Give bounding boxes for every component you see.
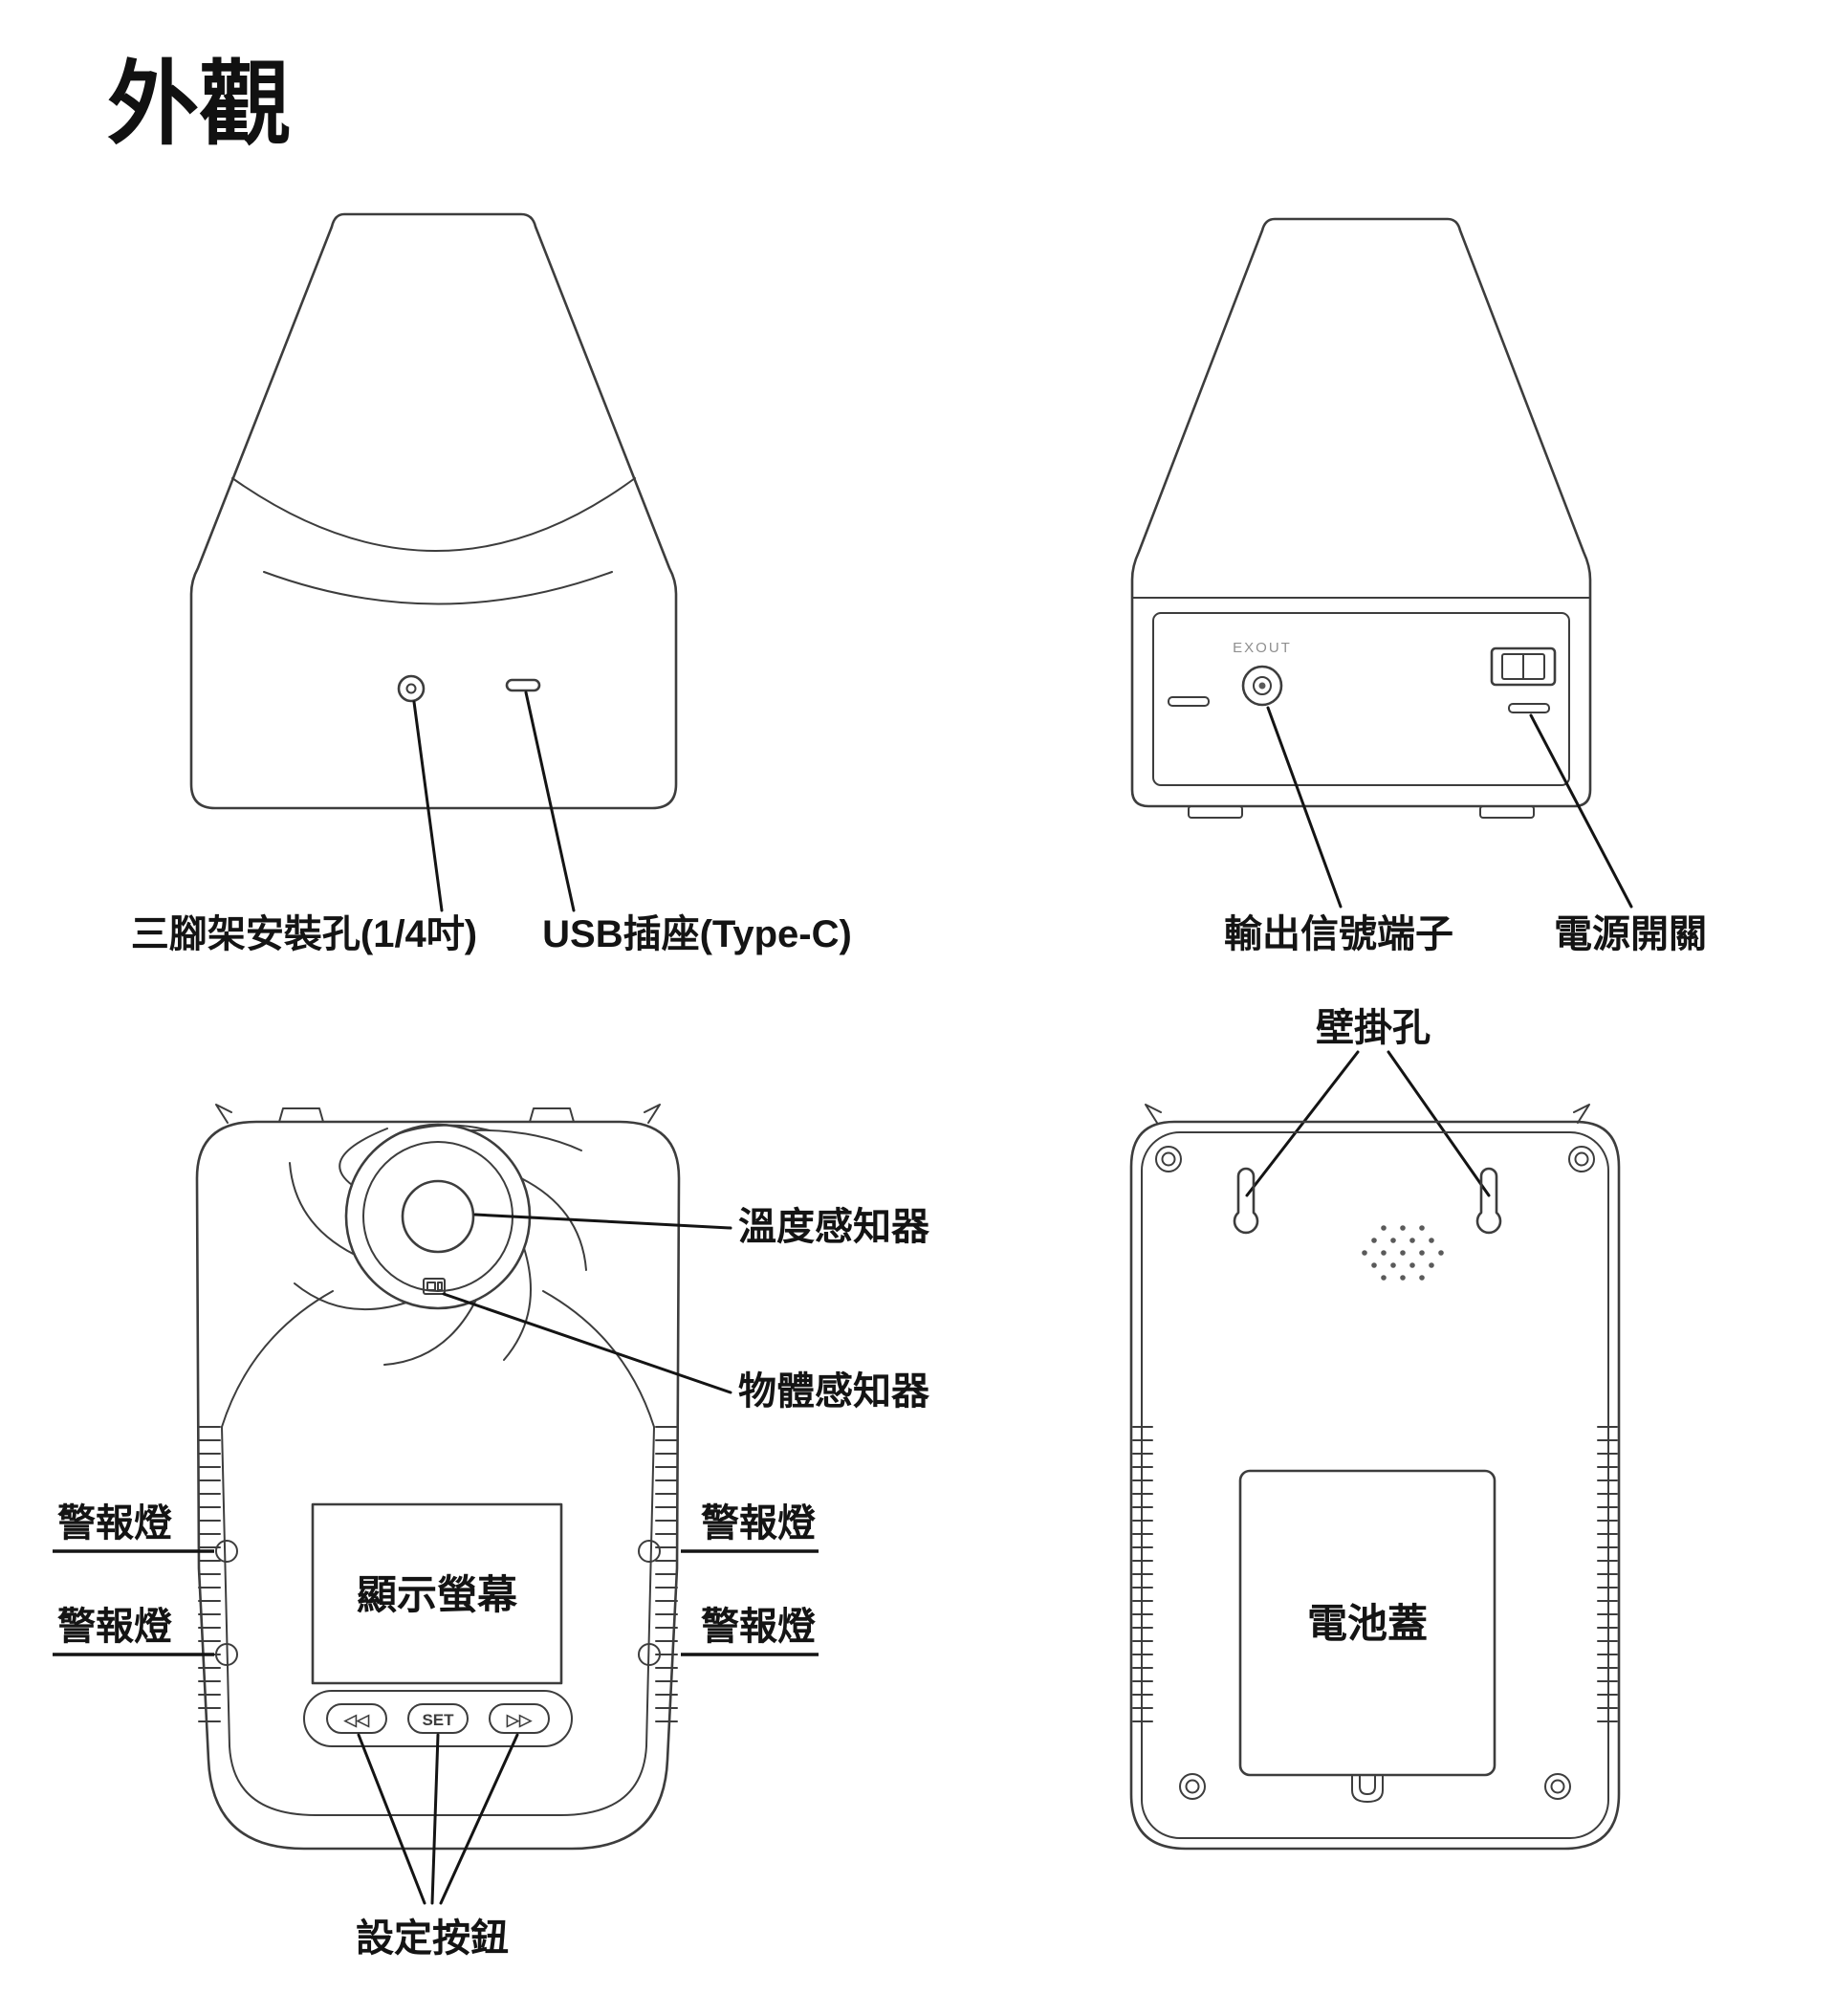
label-setting-buttons: 設定按鈕 bbox=[356, 1917, 509, 1960]
device-outline bbox=[1130, 217, 1592, 808]
object-sensor bbox=[423, 1278, 446, 1295]
wallmount-callout: 壁掛孔 bbox=[1245, 1007, 1491, 1197]
sensor-petal-lines bbox=[289, 1124, 587, 1366]
front-inner-arc bbox=[263, 571, 613, 605]
exout-connector bbox=[1241, 665, 1283, 707]
device-outline bbox=[1129, 1120, 1621, 1851]
power-switch bbox=[1490, 646, 1557, 687]
corner-hook-right bbox=[1573, 1104, 1590, 1124]
side-ribs-left bbox=[198, 1426, 221, 1722]
leader-power bbox=[1529, 713, 1633, 909]
foot-right bbox=[1479, 805, 1535, 819]
leader-buttons-right bbox=[439, 1733, 519, 1905]
set-button bbox=[407, 1703, 469, 1734]
leader-buttons-left bbox=[357, 1733, 426, 1905]
leader-object-sensor bbox=[442, 1292, 732, 1394]
faceplate-inner-outline bbox=[221, 1426, 655, 1816]
label-tripod-hole: 三腳架安裝孔(1/4吋) bbox=[131, 913, 477, 955]
side-ribs-right bbox=[1597, 1426, 1618, 1722]
exout-connector-pin bbox=[1258, 682, 1266, 690]
device-outline bbox=[195, 1120, 681, 1851]
leader-signal bbox=[1266, 706, 1343, 909]
vent-slot-left bbox=[1168, 696, 1210, 707]
display-screen bbox=[311, 1502, 563, 1685]
keyhole-right bbox=[1475, 1167, 1502, 1235]
leader-usb bbox=[524, 690, 576, 912]
alarm-led-right-top bbox=[638, 1540, 661, 1563]
exout-connector-inner bbox=[1253, 676, 1272, 695]
battery-latch bbox=[1351, 1774, 1384, 1803]
alarm-led-left-top bbox=[215, 1540, 238, 1563]
screw-bottom-right bbox=[1544, 1773, 1571, 1800]
top-tab-right bbox=[529, 1107, 575, 1123]
label-alarm-right-top: 警報燈 bbox=[701, 1502, 816, 1545]
prev-icon: ◁◁ bbox=[343, 1711, 370, 1729]
label-alarm-left-bottom: 警報燈 bbox=[57, 1606, 172, 1648]
leader-buttons-mid bbox=[430, 1733, 440, 1905]
leader-wallmount-left bbox=[1245, 1050, 1360, 1197]
front-collar-arc bbox=[231, 477, 636, 552]
label-power-switch: 電源開關 bbox=[1554, 913, 1707, 955]
side-ribs-left bbox=[1132, 1426, 1153, 1722]
page-title: 外觀 bbox=[107, 54, 291, 156]
tripod-hole-inner bbox=[405, 683, 417, 694]
battery-latch-inner bbox=[1359, 1774, 1376, 1795]
keyhole-left bbox=[1233, 1167, 1259, 1235]
prev-button bbox=[326, 1703, 387, 1734]
device-front-bottom-view: 三腳架安裝孔(1/4吋) USB插座(Type-C) bbox=[131, 212, 852, 955]
label-signal-terminal: 輸出信號端子 bbox=[1224, 913, 1453, 955]
device-rear-top-view: EXOUT 輸出信號端子 電源開關 bbox=[1130, 217, 1707, 955]
faceplate-right-arc bbox=[542, 1290, 655, 1428]
vent-slot-right bbox=[1508, 703, 1550, 713]
exout-marking: EXOUT bbox=[1233, 640, 1292, 656]
corner-hook-left bbox=[215, 1104, 232, 1124]
rear-panel bbox=[1152, 612, 1570, 786]
usb-c-port bbox=[505, 678, 541, 692]
object-sensor-window bbox=[426, 1282, 436, 1291]
top-tab-left bbox=[278, 1107, 324, 1123]
corner-hook-right bbox=[644, 1104, 661, 1124]
device-outline bbox=[189, 212, 678, 810]
leader-wallmount-right bbox=[1387, 1050, 1491, 1197]
label-display-screen: 顯示螢幕 bbox=[357, 1572, 518, 1617]
label-object-sensor: 物體感知器 bbox=[738, 1370, 930, 1413]
label-alarm-right-bottom: 警報燈 bbox=[701, 1606, 816, 1648]
label-battery-cover: 電池蓋 bbox=[1307, 1601, 1428, 1646]
label-temp-sensor: 溫度感知器 bbox=[738, 1206, 930, 1248]
device-back-view: 電池蓋 bbox=[1129, 1104, 1621, 1851]
tripod-hole bbox=[397, 674, 426, 703]
alarm-led-right-bottom bbox=[638, 1643, 661, 1666]
side-ribs-right bbox=[655, 1426, 678, 1722]
leader-tripod bbox=[412, 700, 444, 912]
set-button-label: SET bbox=[422, 1711, 454, 1729]
leader-temp-sensor bbox=[473, 1213, 732, 1230]
screw-bottom-left bbox=[1179, 1773, 1206, 1800]
device-front-face-view: 顯示螢幕 ◁◁ SET ▷▷ 溫度感知器 物體感知器 警報燈 警報燈 警報燈 警… bbox=[53, 1104, 930, 1960]
case-seam bbox=[1141, 1131, 1609, 1839]
label-wallmount-hole: 壁掛孔 bbox=[1316, 1007, 1431, 1049]
label-usb-port: USB插座(Type-C) bbox=[542, 913, 852, 955]
corner-hook-left bbox=[1145, 1104, 1162, 1124]
speaker-grille bbox=[1362, 1225, 1444, 1281]
foot-left bbox=[1188, 805, 1243, 819]
battery-cover bbox=[1238, 1469, 1496, 1777]
label-alarm-left-top: 警報燈 bbox=[57, 1502, 172, 1545]
next-icon: ▷▷ bbox=[506, 1711, 533, 1729]
faceplate-left-arc bbox=[221, 1290, 334, 1428]
screw-top-right bbox=[1568, 1146, 1595, 1172]
next-button bbox=[489, 1703, 550, 1734]
alarm-led-left-bottom bbox=[215, 1643, 238, 1666]
screw-top-left bbox=[1155, 1146, 1182, 1172]
object-sensor-window-2 bbox=[437, 1282, 443, 1291]
temp-sensor-lens bbox=[401, 1179, 475, 1254]
